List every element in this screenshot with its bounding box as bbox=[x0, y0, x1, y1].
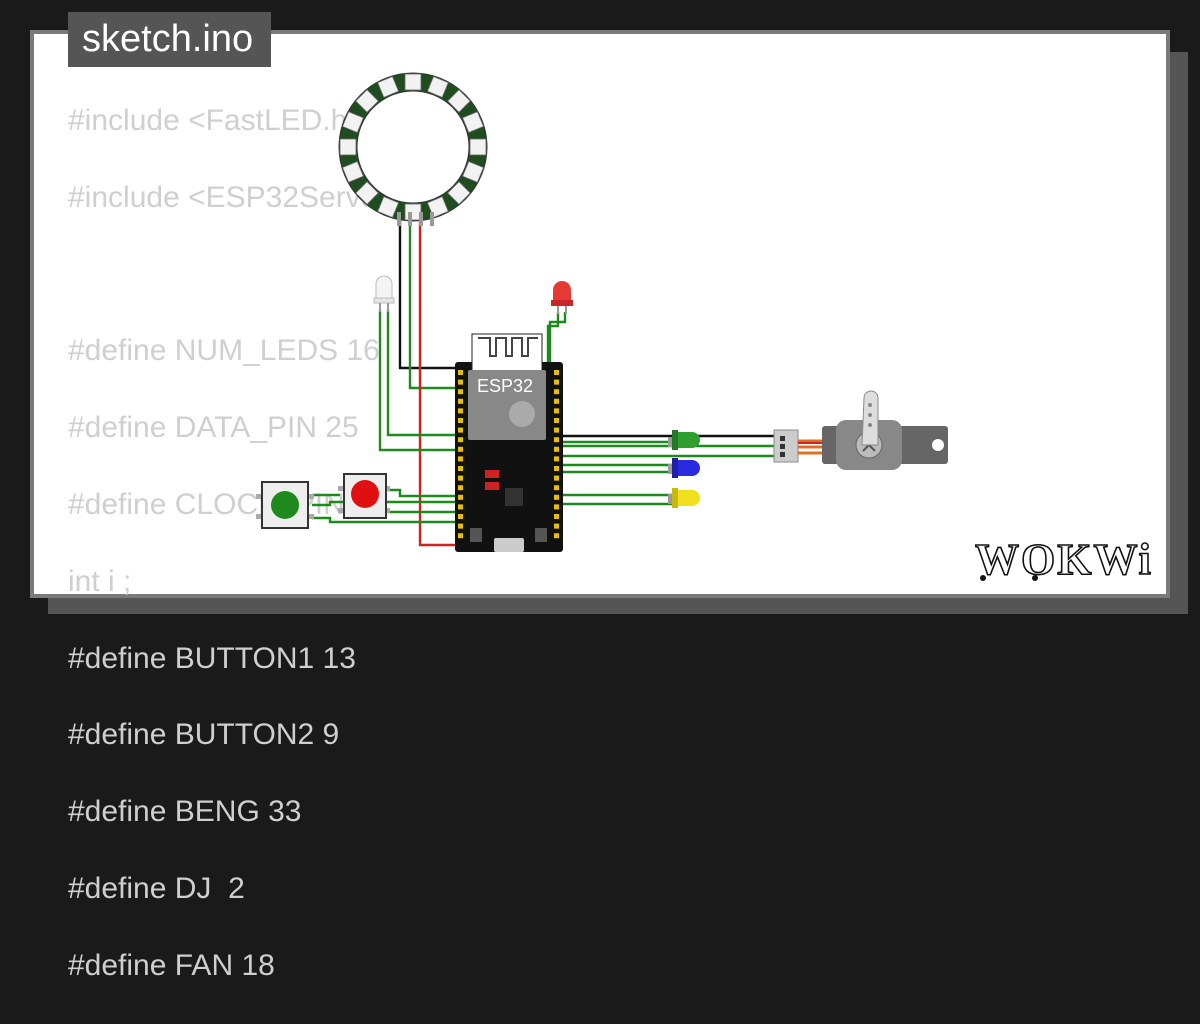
code-line: #define BENG 33 bbox=[68, 795, 302, 829]
file-tab[interactable]: sketch.ino bbox=[68, 12, 272, 67]
ring-pixel bbox=[462, 160, 485, 183]
ring-pixel bbox=[377, 196, 400, 219]
circuit-diagram: ESP32 bbox=[256, 72, 948, 552]
board-label: ESP32 bbox=[477, 376, 533, 396]
board-pin[interactable] bbox=[458, 418, 463, 423]
board-pin[interactable] bbox=[554, 494, 559, 500]
board-pin[interactable] bbox=[458, 485, 463, 491]
wire-ring-black[interactable] bbox=[398, 220, 462, 370]
ring-pixel bbox=[426, 75, 449, 98]
wire-red-led-2[interactable] bbox=[546, 312, 560, 366]
ring-pixel bbox=[462, 111, 485, 134]
board-pin[interactable] bbox=[554, 398, 559, 404]
board-pin[interactable] bbox=[554, 475, 559, 481]
board-pin[interactable] bbox=[458, 437, 463, 443]
wokwi-logo-icon: WOKWi bbox=[975, 534, 1153, 585]
board-pin[interactable] bbox=[458, 494, 463, 500]
ring-pixel bbox=[355, 181, 379, 205]
board-pin[interactable] bbox=[554, 456, 559, 462]
led-icon[interactable] bbox=[373, 275, 395, 312]
esp32-board-icon[interactable] bbox=[455, 333, 563, 552]
code-line: #define DATA_PIN 25 bbox=[68, 411, 359, 445]
board-pin[interactable] bbox=[554, 485, 559, 491]
led-icon[interactable] bbox=[551, 281, 573, 314]
led-icon[interactable] bbox=[668, 430, 700, 450]
board-pin[interactable] bbox=[458, 427, 463, 433]
wire-green-button[interactable] bbox=[312, 493, 462, 507]
ring-pixel bbox=[341, 160, 364, 183]
board-pin[interactable] bbox=[458, 523, 463, 529]
ring-pixel bbox=[404, 203, 422, 221]
board-pin[interactable] bbox=[554, 523, 559, 529]
pushbutton-icon[interactable] bbox=[338, 473, 390, 519]
board-pin[interactable] bbox=[554, 437, 559, 443]
code-line: int i ; bbox=[68, 564, 132, 598]
ring-pixel bbox=[339, 138, 357, 156]
board-pin[interactable] bbox=[554, 514, 559, 519]
brand-logo: WOKWi bbox=[975, 535, 1153, 584]
wire-red-button[interactable] bbox=[388, 488, 462, 498]
board-pin[interactable] bbox=[554, 389, 559, 395]
code-line: #include <FastLED.h> bbox=[68, 104, 365, 137]
ring-pixel bbox=[341, 111, 364, 134]
board-pin[interactable] bbox=[458, 533, 463, 539]
board-pin[interactable] bbox=[554, 408, 559, 414]
code-line: #define DJ 2 bbox=[68, 871, 245, 905]
ring-pixel bbox=[377, 75, 400, 98]
ring-pixel bbox=[404, 73, 422, 91]
board-pin[interactable] bbox=[554, 446, 559, 452]
ring-pixel bbox=[469, 138, 487, 156]
board-pin[interactable] bbox=[458, 389, 463, 395]
wire-ring-green[interactable] bbox=[408, 220, 462, 390]
board-pin[interactable] bbox=[554, 418, 559, 423]
board-pin[interactable] bbox=[554, 370, 559, 375]
ring-pixel bbox=[447, 89, 471, 113]
wire-green-button-2[interactable] bbox=[312, 516, 462, 524]
ring-pixel bbox=[447, 181, 471, 205]
board-pin[interactable] bbox=[554, 504, 559, 510]
board-pin[interactable] bbox=[458, 398, 463, 404]
board-pin[interactable] bbox=[458, 379, 463, 385]
board-pin[interactable] bbox=[554, 533, 559, 539]
board-pin[interactable] bbox=[458, 456, 463, 462]
board-pin[interactable] bbox=[458, 514, 463, 519]
code-line: #define BUTTON2 9 bbox=[68, 718, 340, 752]
wire-white-led[interactable] bbox=[378, 310, 462, 452]
wire-ring-red[interactable] bbox=[418, 220, 462, 547]
code-line: #define BUTTON1 13 bbox=[68, 641, 356, 675]
wires bbox=[312, 220, 780, 547]
servo-icon[interactable] bbox=[773, 390, 948, 470]
ring-pixel bbox=[355, 89, 379, 113]
board-pin[interactable] bbox=[554, 427, 559, 433]
board-pin[interactable] bbox=[458, 475, 463, 481]
board-pin[interactable] bbox=[554, 379, 559, 385]
wire-white-led-2[interactable] bbox=[386, 310, 462, 437]
neopixel-ring-icon[interactable] bbox=[338, 72, 488, 226]
pushbutton-icon[interactable] bbox=[256, 481, 314, 529]
board-pin[interactable] bbox=[458, 466, 463, 471]
board-pin[interactable] bbox=[554, 466, 559, 471]
led-icon[interactable] bbox=[668, 458, 700, 478]
board-pin[interactable] bbox=[458, 408, 463, 414]
board-pin[interactable] bbox=[458, 446, 463, 452]
code-line: #define NUM_LEDS 16 bbox=[68, 334, 380, 368]
led-icon[interactable] bbox=[668, 488, 700, 508]
board-pin[interactable] bbox=[458, 504, 463, 510]
board-pin[interactable] bbox=[458, 370, 463, 375]
code-line: #define FAN 18 bbox=[68, 948, 275, 982]
